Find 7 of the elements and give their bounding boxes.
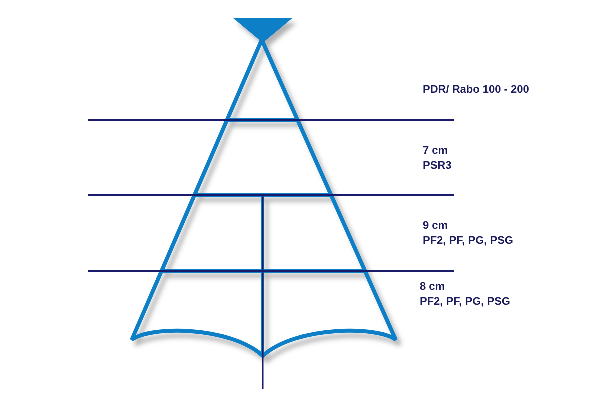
section-label: PF2, PF, PG, PSG — [420, 296, 510, 309]
section-label: PDR/ Rabo 100 - 200 — [423, 84, 530, 97]
section-label: PF2, PF, PG, PSG — [423, 235, 514, 248]
section-label: 8 cm — [420, 281, 446, 294]
section-label: 7 cm — [423, 145, 448, 158]
section-label: PSR3 — [423, 160, 452, 173]
section-label: 9 cm — [423, 220, 448, 233]
